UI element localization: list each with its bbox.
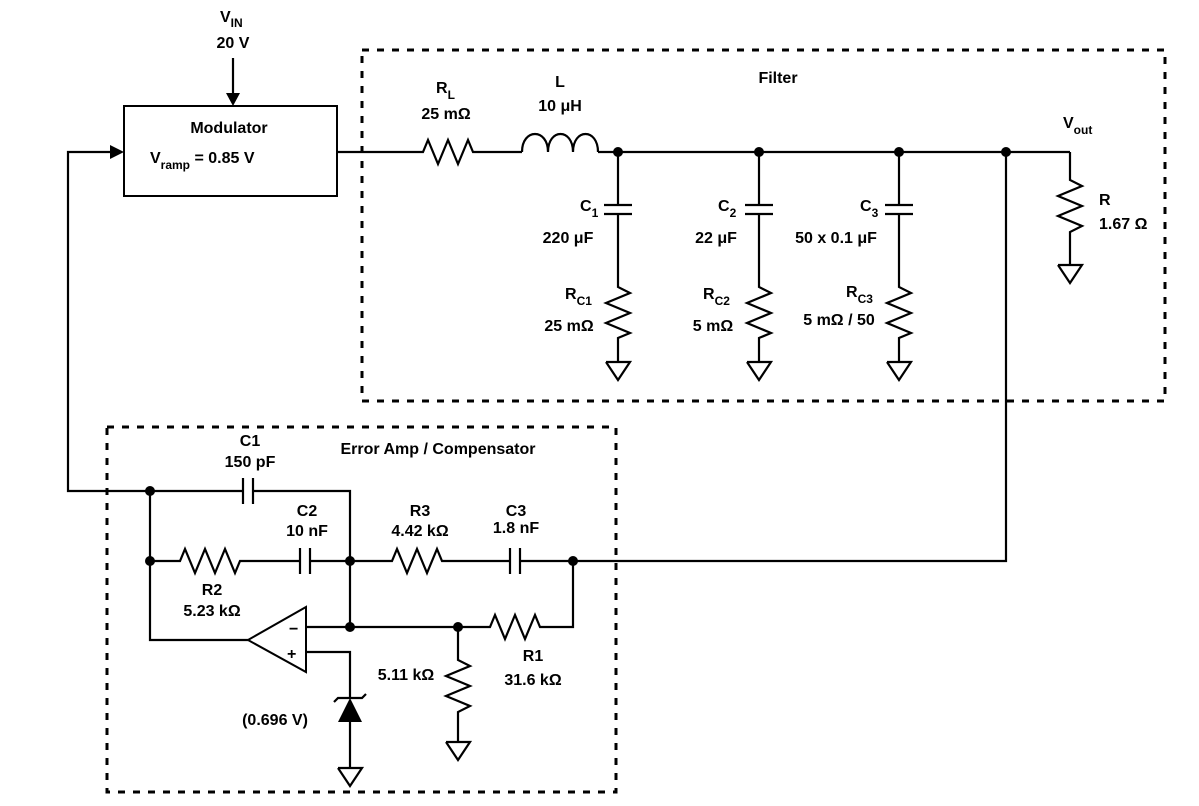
comp-c1-value: 150 pF (225, 454, 276, 471)
comp-rbottom (443, 627, 473, 762)
vout-label: Vout (1063, 115, 1092, 137)
comp-r2-value: 5.23 kΩ (183, 603, 240, 620)
comp-r1-value: 31.6 kΩ (504, 672, 561, 689)
inductor-value: 10 μH (538, 98, 582, 115)
error-amplifier (245, 605, 307, 674)
reference-zener (306, 650, 367, 788)
rc1-label: RC1 (565, 286, 592, 308)
rc2-label: RC2 (703, 286, 730, 308)
rc1-value: 25 mΩ (544, 318, 593, 335)
opamp-plus: + (287, 646, 296, 663)
feedback-wire (66, 150, 150, 493)
comp-r2-label: R2 (202, 582, 223, 599)
rc3-label: RC3 (846, 284, 873, 306)
modulator-block (123, 105, 338, 197)
compensator-region (105, 425, 618, 794)
c1-branch (603, 152, 633, 382)
opamp-output-wire (148, 561, 248, 642)
c1-value: 220 μF (543, 230, 594, 247)
c2-label: C2 (718, 198, 737, 220)
c3-label: C3 (860, 198, 879, 220)
inductor-l (520, 133, 600, 153)
compensator-title: Error Amp / Compensator (341, 441, 536, 458)
junction-comp-top (145, 486, 155, 496)
load-r-label: R (1099, 192, 1111, 209)
modulator-vramp: Vramp = 0.85 V (150, 150, 255, 172)
rc2-value: 5 mΩ (693, 318, 734, 335)
load-r-value: 1.67 Ω (1099, 216, 1148, 233)
comp-c1-label: C1 (240, 433, 261, 450)
modulator-title: Modulator (190, 120, 267, 137)
vin-value: 20 V (217, 35, 250, 52)
comp-r2-c2 (148, 491, 350, 576)
inductor-label: L (555, 74, 565, 91)
comp-r3-c3 (350, 546, 575, 629)
comp-c1 (150, 478, 352, 561)
comp-c3-label: C3 (506, 503, 527, 520)
vin-label: VIN (220, 9, 243, 30)
comp-rbottom-value: 5.11 kΩ (378, 667, 435, 684)
rl-resistor (405, 137, 522, 167)
comp-r1 (348, 561, 550, 642)
filter-region (360, 48, 1167, 403)
c2-branch (744, 152, 774, 382)
c2-value: 22 μF (695, 230, 737, 247)
modulator-input-arrow-icon (110, 145, 124, 159)
comp-c2-label: C2 (297, 503, 318, 520)
junction-comp-vout (568, 556, 578, 566)
opamp-minus: − (289, 621, 298, 638)
c3-value: 50 x 0.1 μF (795, 230, 877, 247)
comp-r1-label: R1 (523, 648, 544, 665)
rc3-value: 5 mΩ / 50 (803, 312, 875, 329)
rl-value: 25 mΩ (421, 106, 470, 123)
vref-value: (0.696 V) (242, 712, 308, 729)
vin-arrow-icon (226, 93, 240, 106)
comp-c3-value: 1.8 nF (493, 520, 539, 537)
filter-title: Filter (758, 70, 797, 87)
vout-sense-wire (573, 152, 1008, 563)
load-resistor (1055, 152, 1085, 285)
comp-c2-value: 10 nF (286, 523, 328, 540)
rl-label: RL (436, 80, 455, 102)
c3-branch (884, 152, 914, 382)
comp-r3-label: R3 (410, 503, 431, 520)
c1-label: C1 (580, 198, 599, 220)
comp-r3-value: 4.42 kΩ (391, 523, 448, 540)
